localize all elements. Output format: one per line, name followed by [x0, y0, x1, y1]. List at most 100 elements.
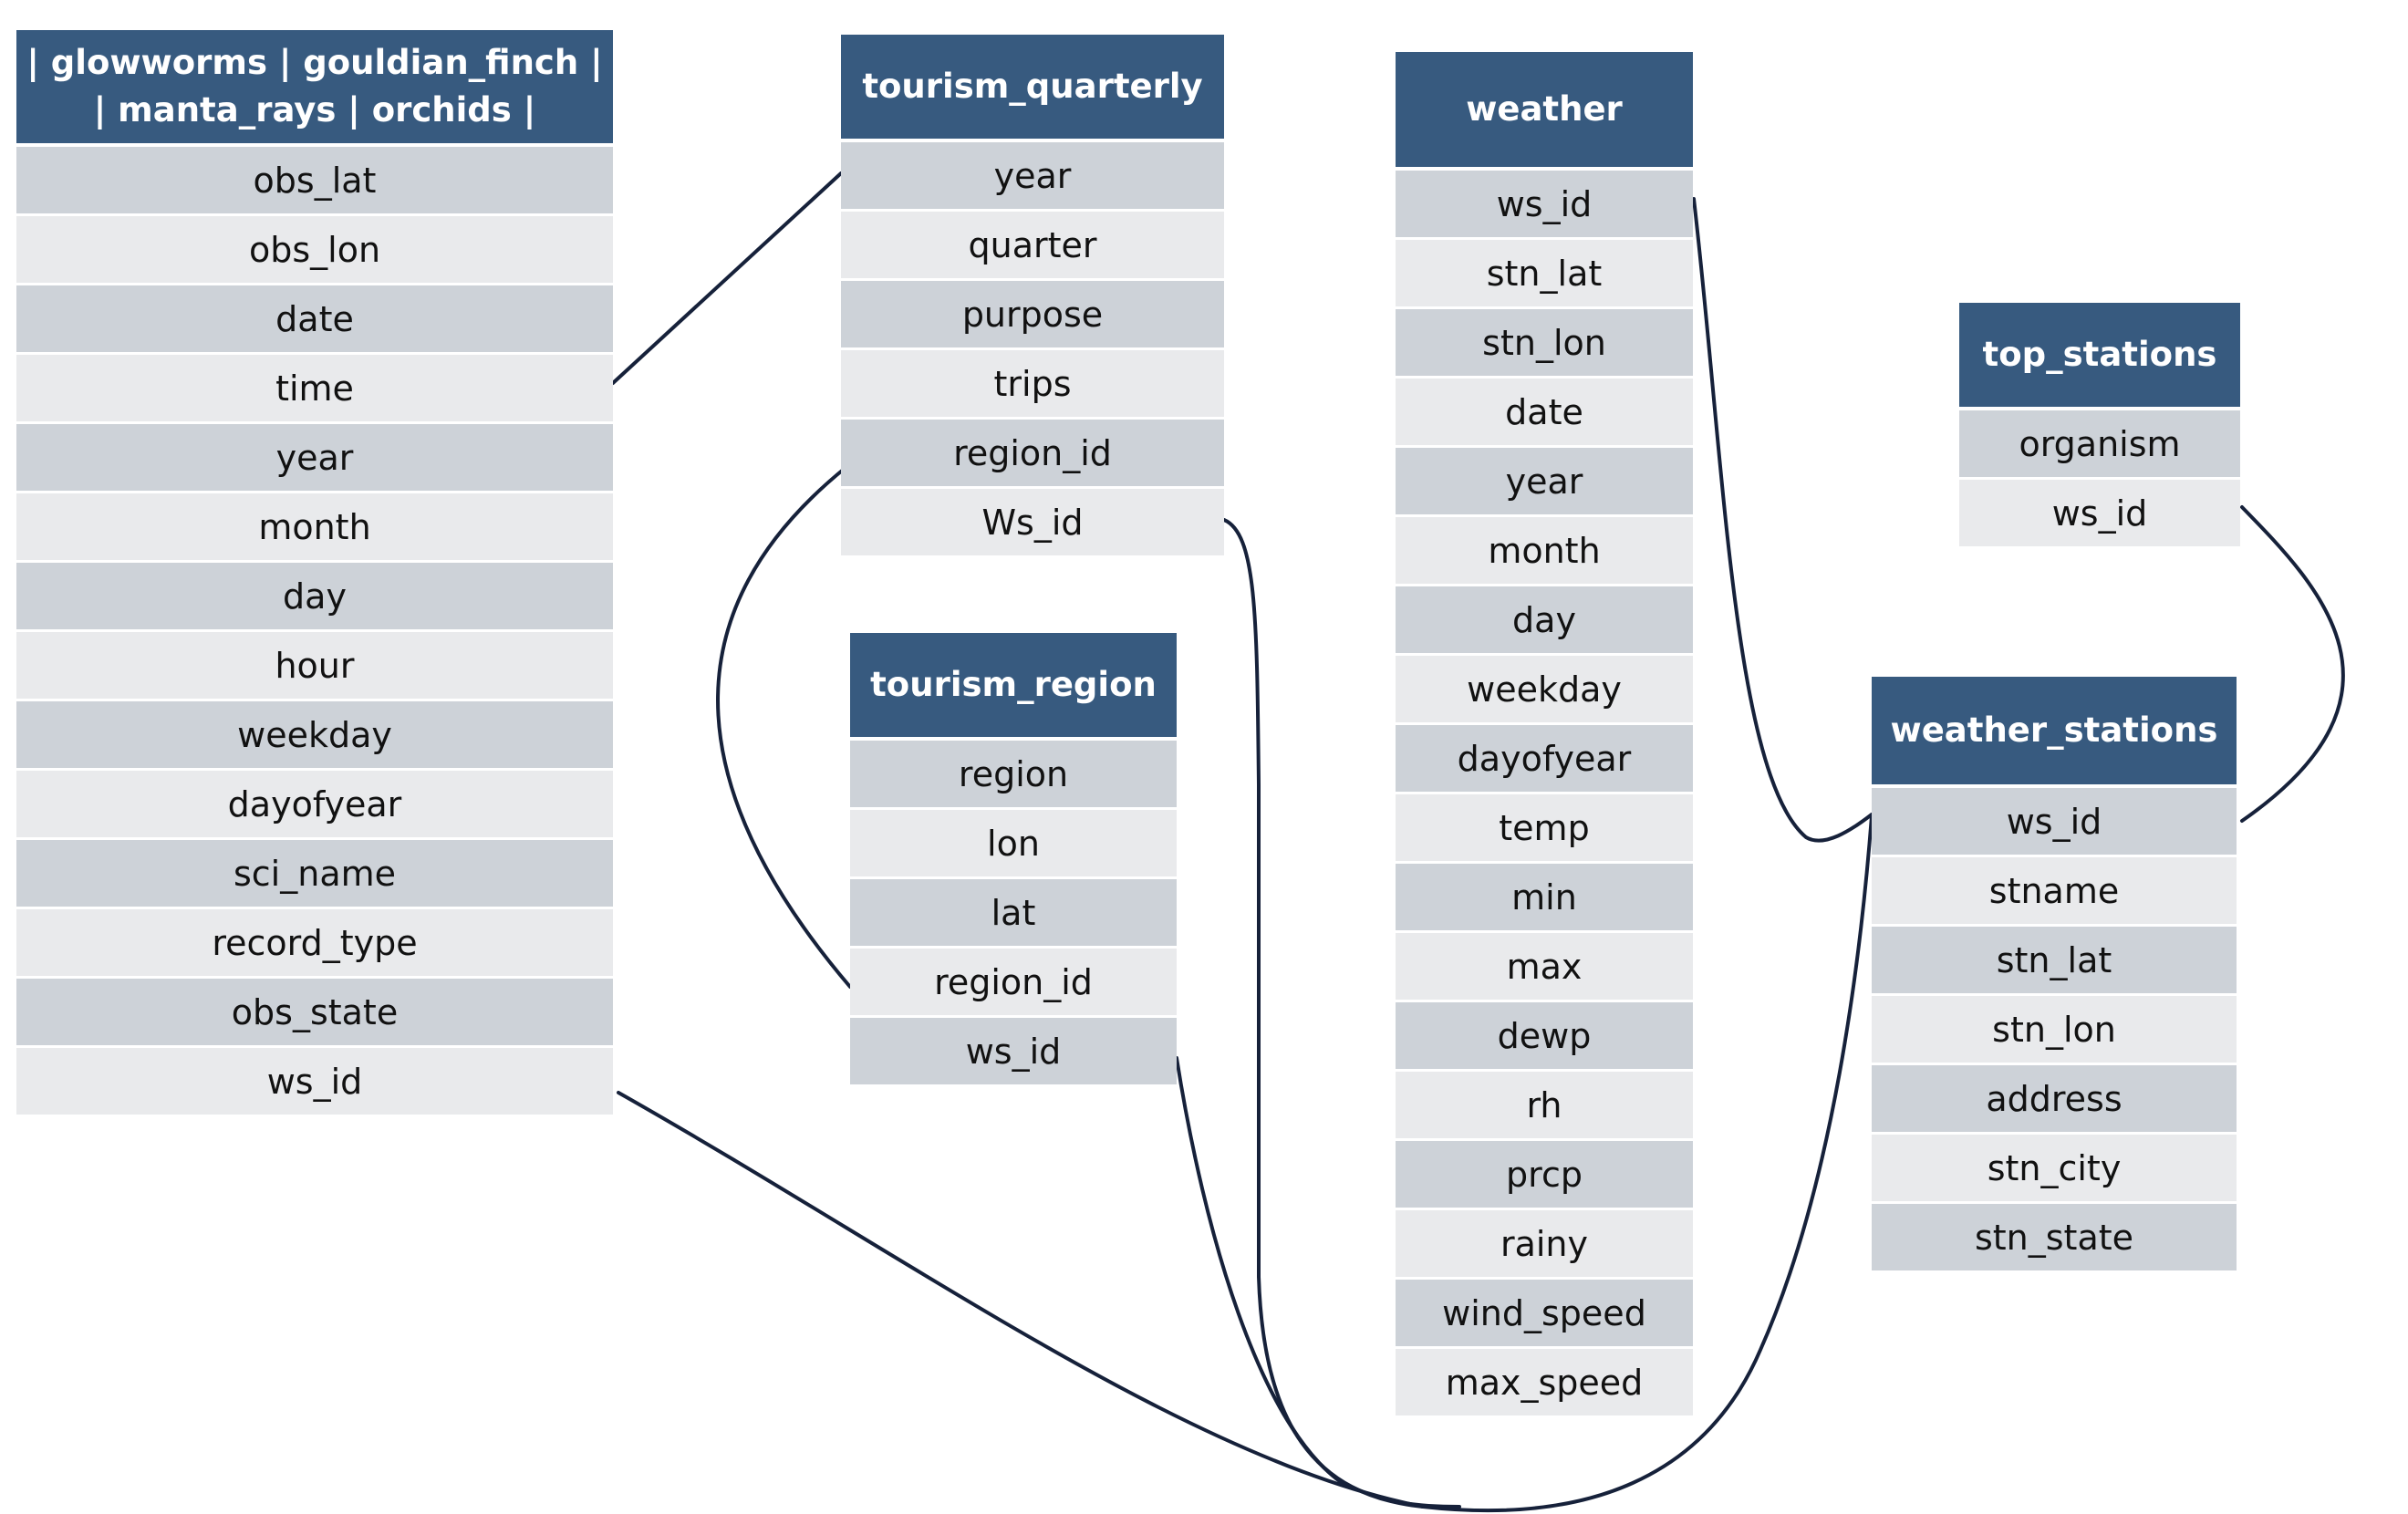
field-row: dayofyear	[16, 771, 613, 840]
field-name: year	[993, 155, 1072, 196]
table-title: | manta_rays | orchids |	[93, 90, 536, 130]
field-row: max_speed	[1396, 1349, 1693, 1418]
field-row: day	[1396, 586, 1693, 656]
field-row: stn_lat	[1872, 927, 2237, 996]
field-name: prcp	[1506, 1154, 1583, 1195]
field-name: ws_id	[2006, 801, 2102, 842]
field-name: region	[958, 753, 1069, 794]
field-name: day	[1512, 599, 1576, 640]
field-row: stn_lat	[1396, 240, 1693, 309]
field-name: stn_city	[1987, 1147, 2122, 1188]
field-row: time	[16, 355, 613, 424]
field-row: weekday	[16, 701, 613, 771]
field-name: weekday	[237, 714, 392, 755]
table-title: tourism_region	[870, 665, 1157, 705]
field-row: trips	[841, 350, 1224, 420]
field-name: time	[275, 368, 354, 409]
table-header: tourism_quarterly	[841, 35, 1224, 142]
field-row: year	[16, 424, 613, 493]
table-header: | glowworms | gouldian_finch | | manta_ra…	[16, 30, 613, 147]
field-name: wind_speed	[1442, 1292, 1646, 1333]
field-name: sci_name	[233, 853, 396, 894]
field-row: obs_lon	[16, 216, 613, 285]
field-row: lon	[850, 810, 1177, 879]
field-row: hour	[16, 632, 613, 701]
field-row: rh	[1396, 1072, 1693, 1141]
field-row: obs_state	[16, 979, 613, 1048]
field-name: stn_state	[1974, 1217, 2134, 1258]
field-name: max_speed	[1445, 1362, 1644, 1403]
field-row: max	[1396, 933, 1693, 1002]
field-row: stn_state	[1872, 1204, 2237, 1273]
field-name: year	[275, 437, 354, 478]
table-title: tourism_quarterly	[862, 67, 1203, 107]
field-row: region_id	[850, 949, 1177, 1018]
field-row: rainy	[1396, 1210, 1693, 1280]
field-row: organism	[1959, 410, 2240, 480]
field-row: min	[1396, 864, 1693, 933]
field-name: dewp	[1497, 1015, 1592, 1056]
table-title: weather_stations	[1890, 710, 2218, 751]
link-tq-ws-id-to-ws-ws-id	[1222, 518, 1873, 1513]
field-row: date	[16, 285, 613, 355]
field-name: month	[1488, 530, 1601, 571]
field-name: purpose	[961, 294, 1104, 335]
field-name: dayofyear	[227, 783, 402, 824]
field-name: dayofyear	[1457, 738, 1632, 779]
field-name: stn_lat	[1486, 253, 1603, 294]
field-name: stn_lon	[1482, 322, 1606, 363]
field-name: lon	[987, 823, 1040, 864]
field-name: ws_id	[2051, 493, 2148, 534]
field-row: month	[1396, 517, 1693, 586]
field-name: obs_lon	[248, 229, 381, 270]
field-name: region_id	[953, 432, 1112, 473]
table-title: | glowworms | gouldian_finch |	[26, 43, 603, 83]
field-row: month	[16, 493, 613, 563]
field-name: ws_id	[965, 1031, 1062, 1072]
field-row: dewp	[1396, 1002, 1693, 1072]
field-name: obs_state	[231, 991, 399, 1032]
field-name: date	[275, 298, 354, 339]
field-row: obs_lat	[16, 147, 613, 216]
field-row: year	[1396, 448, 1693, 517]
field-row: wind_speed	[1396, 1280, 1693, 1349]
field-row: ws_id	[1959, 480, 2240, 549]
field-name: Ws_id	[981, 502, 1084, 543]
table-top: top_stations organism ws_id	[1959, 303, 2240, 549]
field-name: ws_id	[266, 1061, 363, 1102]
field-name: rainy	[1500, 1223, 1589, 1264]
field-row: day	[16, 563, 613, 632]
field-name: quarter	[968, 224, 1097, 265]
field-name: stn_lat	[1996, 939, 2112, 980]
field-row: ws_id	[1872, 788, 2237, 857]
field-row: ws_id	[16, 1048, 613, 1117]
field-row: sci_name	[16, 840, 613, 909]
table-obs: | glowworms | gouldian_finch | | manta_ra…	[16, 30, 613, 1117]
field-row: region	[850, 741, 1177, 810]
link-obs-ws-id-to-ws-ws-id	[617, 1091, 1425, 1509]
field-name: address	[1986, 1078, 2123, 1119]
field-row: dayofyear	[1396, 725, 1693, 794]
field-row: Ws_id	[841, 489, 1224, 558]
link-obs-time-to-tq-year	[611, 171, 843, 385]
link-top-ws-id-to-ws-ws-id	[2240, 505, 2345, 823]
table-header: weather_stations	[1872, 677, 2237, 788]
field-row: ws_id	[850, 1018, 1177, 1087]
table-title: top_stations	[1982, 335, 2217, 375]
field-row: ws_id	[1396, 171, 1693, 240]
table-title: weather	[1466, 89, 1623, 130]
field-name: month	[258, 506, 371, 547]
field-row: stn_city	[1872, 1135, 2237, 1204]
field-name: rh	[1526, 1084, 1562, 1125]
field-name: organism	[2019, 423, 2181, 464]
field-name: region_id	[934, 961, 1093, 1002]
field-name: min	[1511, 876, 1577, 918]
field-row: stn_lon	[1872, 996, 2237, 1065]
field-name: max	[1506, 946, 1583, 987]
table-header: top_stations	[1959, 303, 2240, 410]
